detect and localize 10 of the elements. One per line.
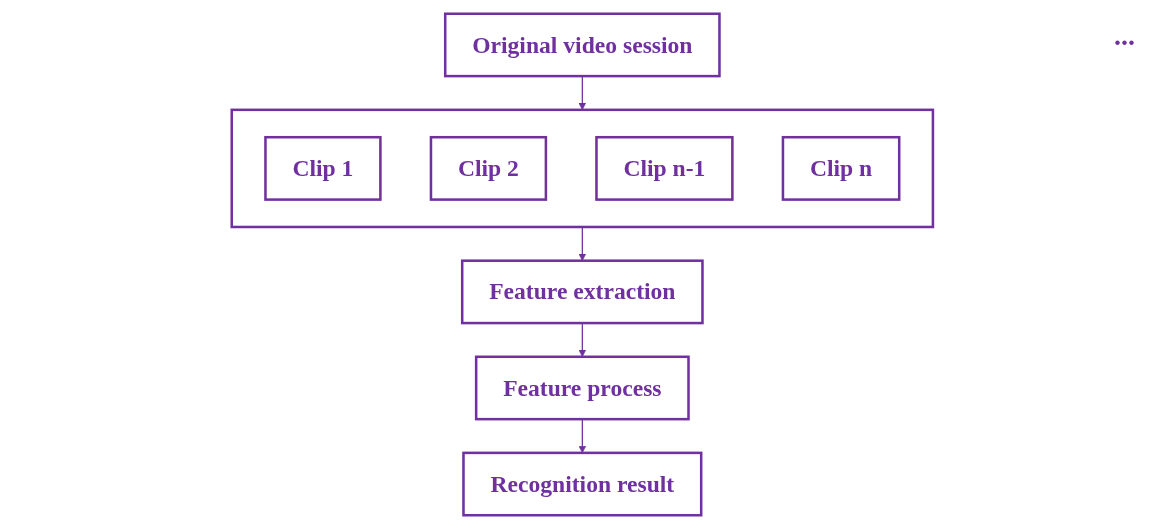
- node-box: Clip n: [781, 135, 901, 201]
- node-box: Recognition result: [462, 451, 703, 517]
- ellipsis-label: ...: [1114, 20, 1135, 52]
- cluster: [230, 108, 935, 229]
- node-box: Clip n-1: [595, 135, 734, 201]
- node-box: Clip 2: [429, 135, 548, 201]
- node-box: Feature process: [475, 355, 690, 421]
- node-box: Feature extraction: [461, 259, 704, 325]
- node-box: Clip 1: [264, 135, 382, 201]
- node-box: Original video session: [444, 12, 721, 78]
